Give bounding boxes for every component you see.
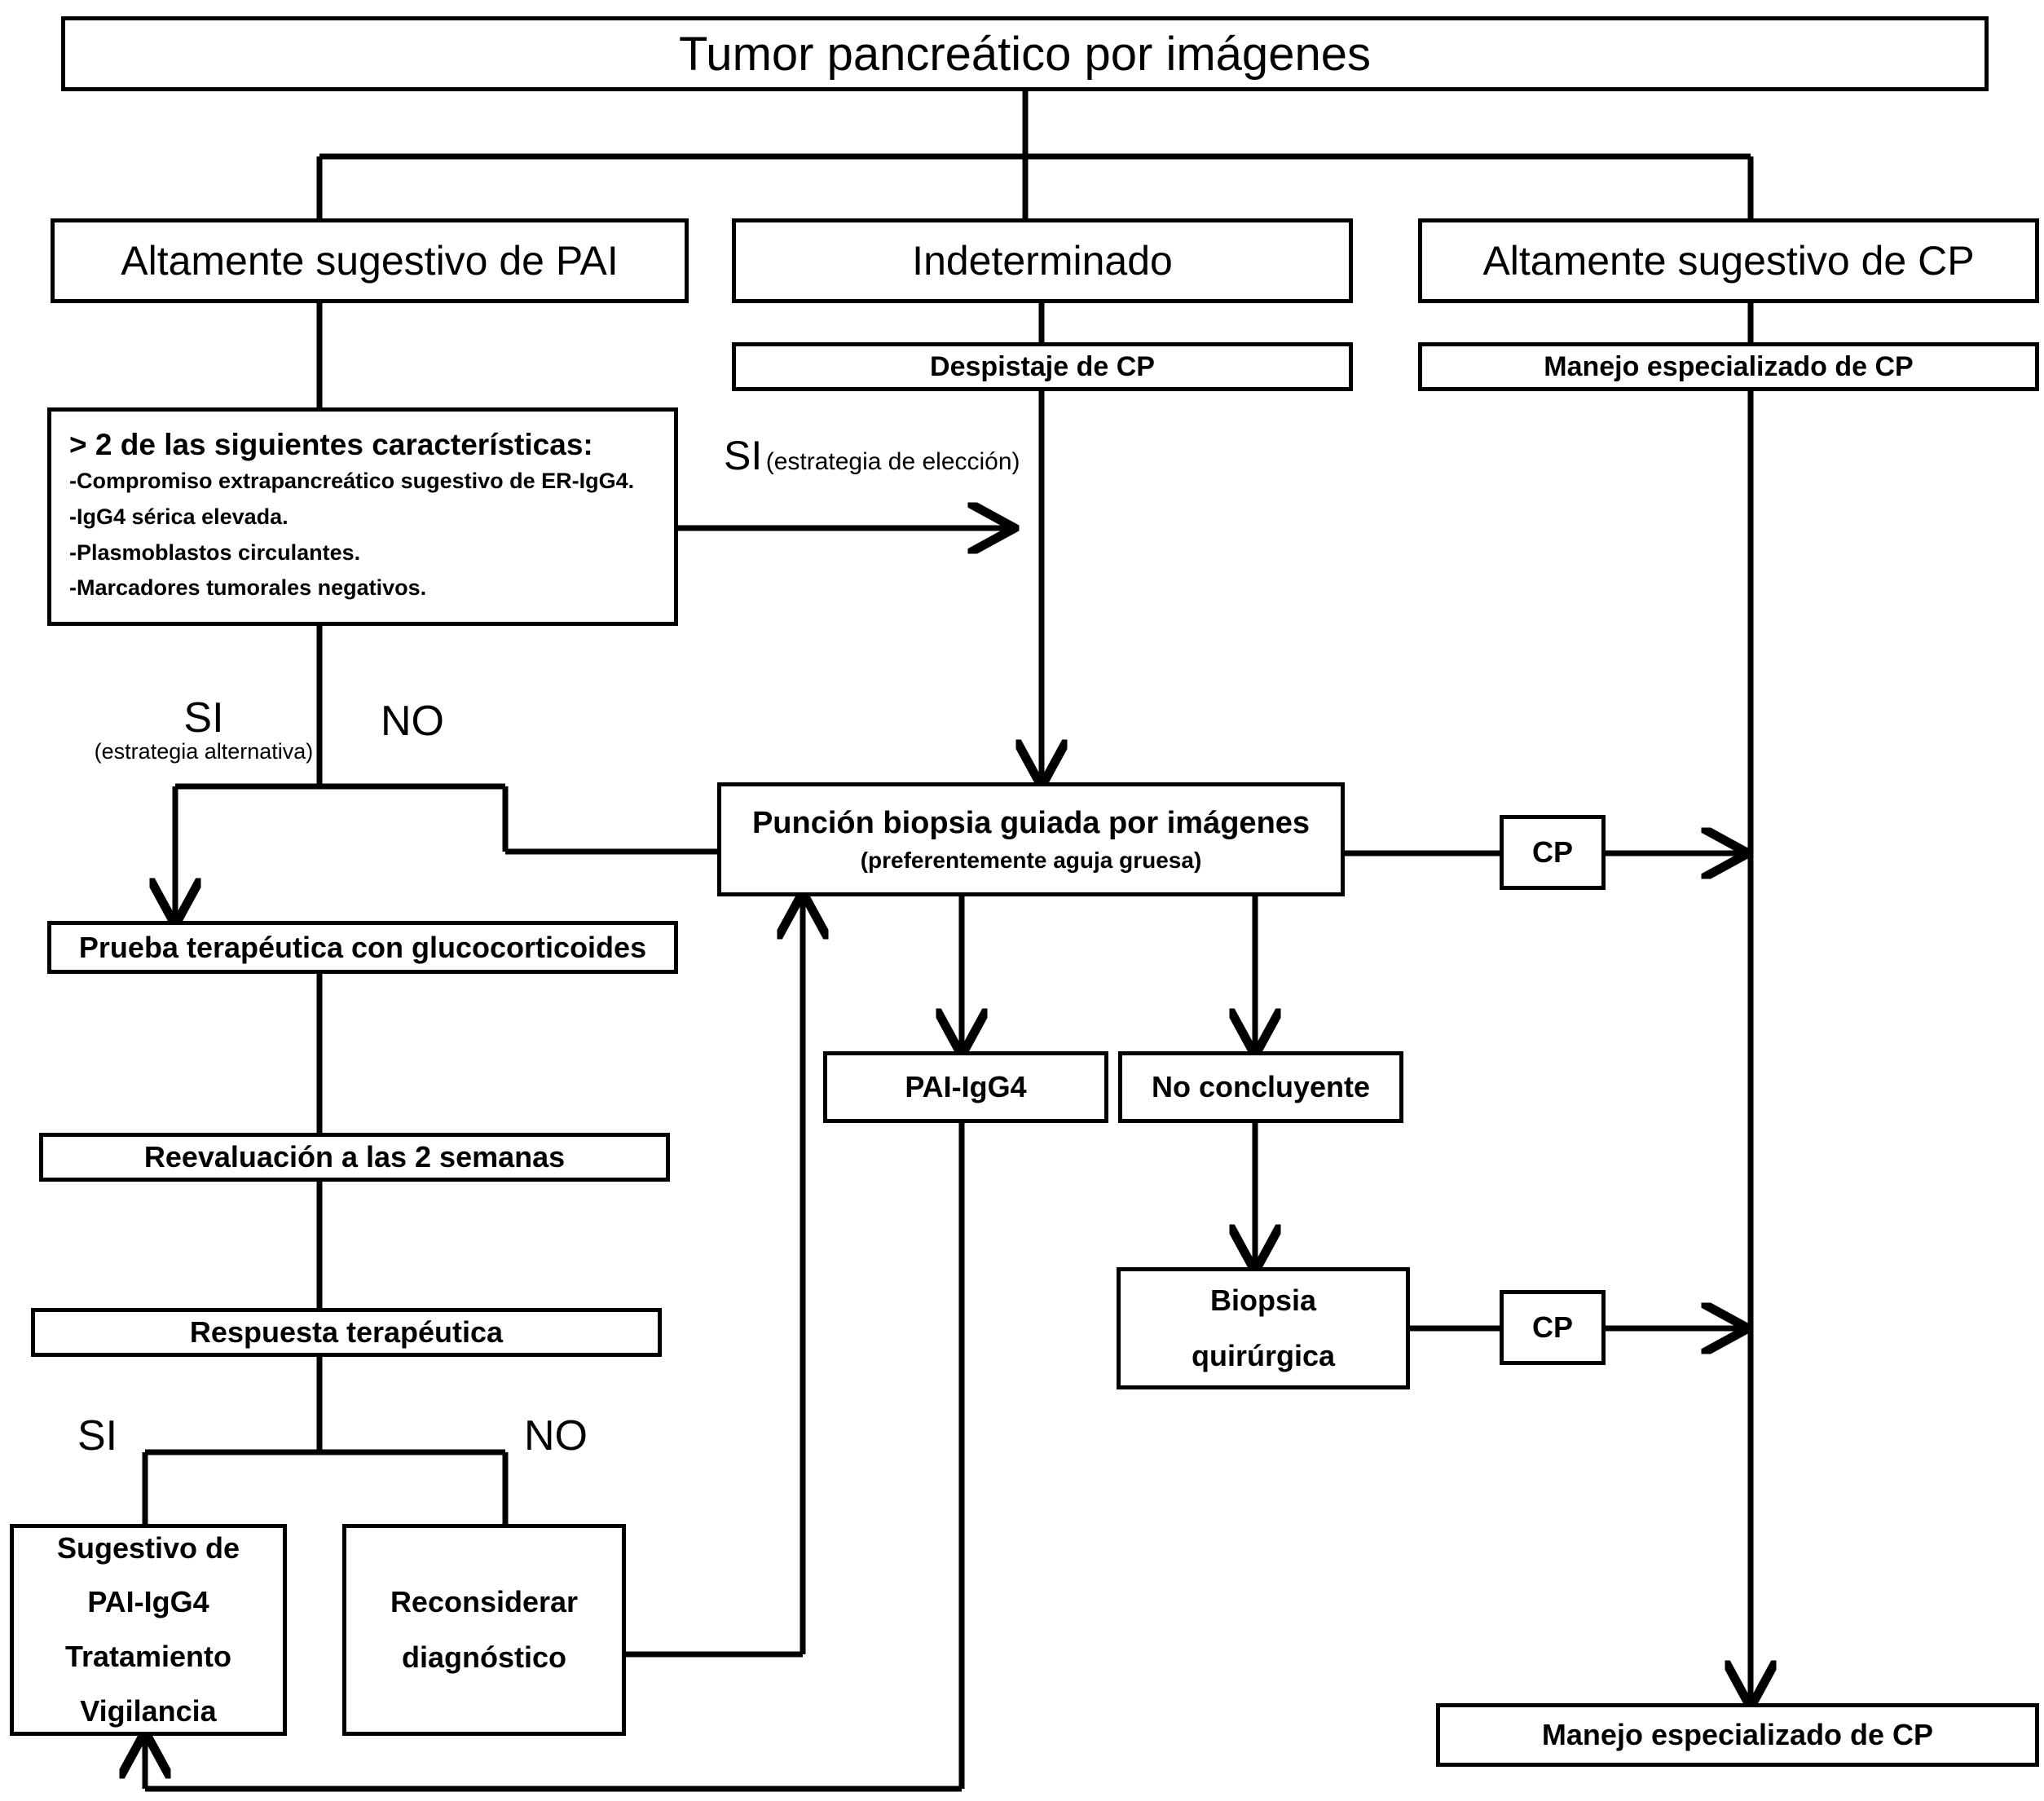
node-cp-top[interactable]: CP [1500, 815, 1606, 890]
node-label: CP [1531, 835, 1573, 869]
node-label: Altamente sugestivo de CP [1482, 238, 1975, 284]
node-label: Altamente sugestivo de PAI [121, 238, 619, 284]
node-sugestivo-pai-igg4[interactable]: Sugestivo de PAI-IgG4 Tratamiento Vigila… [10, 1524, 287, 1736]
node-caracteristicas[interactable]: > 2 de las siguientes características: -… [47, 407, 678, 626]
node-label-line-3: Tratamiento [64, 1640, 232, 1673]
node-label-line-1: Sugestivo de [56, 1530, 240, 1565]
node-puncion-biopsia[interactable]: Punción biopsia guiada por imágenes (pre… [717, 782, 1345, 896]
node-label: Respuesta terapéutica [189, 1315, 504, 1349]
caracteristicas-item-1: -IgG4 sérica elevada. [69, 504, 289, 529]
node-label: Prueba terapéutica con glucocorticoides [78, 930, 647, 964]
edge-label-si-alternativa: SI (estrategia alternativa) [86, 697, 322, 764]
edge-label-text: SI [77, 1412, 118, 1460]
node-label-main: Punción biopsia guiada por imágenes [751, 806, 1311, 841]
caracteristicas-title: > 2 de las siguientes características: [69, 428, 593, 461]
node-label: Despistaje de CP [930, 350, 1155, 382]
edge-label-si-lower: SI [77, 1411, 117, 1460]
node-label: Tumor pancreático por imágenes [679, 27, 1371, 81]
edge-label-si-eleccion-main: SI [724, 433, 763, 478]
edge-label-si-alternativa-main: SI [183, 694, 224, 742]
node-reevaluacion[interactable]: Reevaluación a las 2 semanas [39, 1133, 670, 1182]
node-label-line-1: Reconsiderar [390, 1584, 579, 1618]
node-label: Manejo especializado de CP [1544, 350, 1914, 382]
node-label: Reevaluación a las 2 semanas [143, 1140, 566, 1174]
edge-label-no-upper: NO [381, 697, 444, 746]
node-pai-igg4[interactable]: PAI-IgG4 [823, 1051, 1108, 1123]
edge-label-si-alternativa-paren: (estrategia alternativa) [94, 739, 314, 764]
node-respuesta-terapeutica[interactable]: Respuesta terapéutica [31, 1308, 662, 1357]
edge-label-si-eleccion: SI (estrategia de elección) [724, 432, 1020, 479]
caracteristicas-item-3: -Marcadores tumorales negativos. [69, 575, 427, 601]
node-label-line-2: diagnóstico [401, 1640, 566, 1674]
node-altamente-sugestivo-pai[interactable]: Altamente sugestivo de PAI [51, 218, 689, 303]
edge-label-text: NO [381, 698, 444, 745]
node-biopsia-quirurgica[interactable]: Biopsia quirúrgica [1117, 1267, 1410, 1389]
caracteristicas-item-2: -Plasmoblastos circulantes. [69, 539, 361, 565]
node-reconsiderar-diagnostico[interactable]: Reconsiderar diagnóstico [342, 1524, 626, 1736]
node-label: CP [1531, 1310, 1573, 1344]
node-no-concluyente[interactable]: No concluyente [1118, 1051, 1403, 1123]
edge-label-text: NO [524, 1412, 588, 1460]
node-manejo-especializado-cp-bottom[interactable]: Manejo especializado de CP [1436, 1703, 2039, 1767]
node-indeterminado[interactable]: Indeterminado [732, 218, 1353, 303]
node-prueba-terapeutica[interactable]: Prueba terapéutica con glucocorticoides [47, 921, 678, 974]
edge-label-no-lower: NO [524, 1411, 588, 1460]
node-altamente-sugestivo-cp[interactable]: Altamente sugestivo de CP [1418, 218, 2039, 303]
node-label-line-1: Biopsia [1209, 1283, 1317, 1317]
node-label-line-2: PAI-IgG4 [87, 1585, 209, 1619]
node-label-line-4: Vigilancia [80, 1693, 217, 1728]
node-label: No concluyente [1151, 1070, 1371, 1103]
node-label: Manejo especializado de CP [1541, 1718, 1934, 1751]
caracteristicas-item-0: -Compromiso extrapancreático sugestivo d… [69, 469, 635, 494]
node-label: Indeterminado [912, 238, 1173, 284]
node-label-line-2: quirúrgica [1191, 1339, 1336, 1372]
edge-label-si-eleccion-paren: (estrategia de elección) [765, 448, 1020, 475]
node-label-sub: (preferentemente aguja gruesa) [860, 847, 1202, 873]
node-despistaje-cp[interactable]: Despistaje de CP [732, 342, 1353, 391]
node-manejo-especializado-cp-top[interactable]: Manejo especializado de CP [1418, 342, 2039, 391]
node-tumor-pancreatico[interactable]: Tumor pancreático por imágenes [61, 16, 1989, 91]
node-label: PAI-IgG4 [905, 1070, 1027, 1103]
node-cp-bottom[interactable]: CP [1500, 1290, 1606, 1365]
